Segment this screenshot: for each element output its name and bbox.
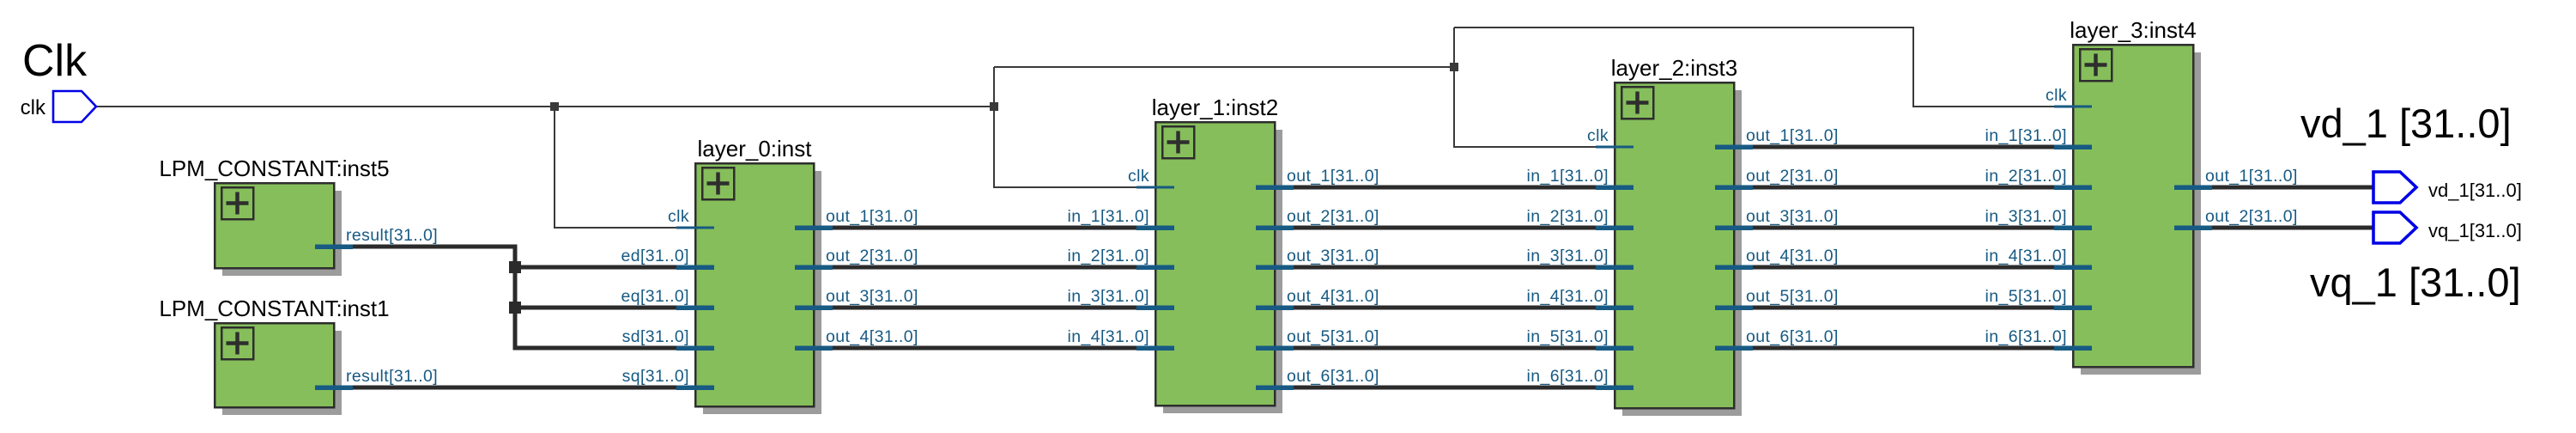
- output-port-label: out_1[31..0]: [1287, 167, 1379, 186]
- block-title: layer_2:inst3: [1611, 55, 1737, 81]
- wire-junction: [1450, 63, 1458, 71]
- clk-wire[interactable]: [553, 107, 676, 229]
- expand-icon-box[interactable]: [1620, 85, 1655, 120]
- input-port-label: in_3[31..0]: [1985, 207, 2067, 226]
- output-pin-label: vq_1[31..0]: [2428, 220, 2522, 241]
- block-inst1: LPM_CONSTANT:inst1 result[31..0]: [159, 296, 438, 409]
- input-port-label: clk: [2046, 86, 2067, 105]
- output-port-label: result[31..0]: [346, 367, 438, 386]
- input-port-label: in_4[31..0]: [1527, 287, 1609, 306]
- expand-icon-box[interactable]: [220, 186, 255, 221]
- block-body[interactable]: [1613, 81, 1736, 410]
- output-pin-vq_1: vq_1[31..0]: [2372, 210, 2522, 245]
- input-port-label: in_2[31..0]: [1985, 167, 2067, 186]
- input-port-label: in_6[31..0]: [1985, 327, 2067, 346]
- input-port-label: in_6[31..0]: [1527, 367, 1609, 386]
- input-port-label: in_5[31..0]: [1985, 287, 2067, 306]
- block-title: LPM_CONSTANT:inst1: [159, 296, 389, 321]
- output-port-label: out_3[31..0]: [1746, 207, 1839, 226]
- expand-icon-box[interactable]: [1161, 125, 1196, 160]
- input-port-label: in_3[31..0]: [1527, 247, 1609, 265]
- wire-junction: [550, 102, 559, 111]
- block-inst5: LPM_CONSTANT:inst5 result[31..0]: [159, 156, 438, 270]
- block-body[interactable]: [2071, 43, 2195, 369]
- output-port-label: out_3[31..0]: [826, 287, 918, 306]
- output-port-label: result[31..0]: [346, 226, 438, 245]
- input-port-label: in_2[31..0]: [1068, 247, 1149, 265]
- block-body[interactable]: [1154, 120, 1276, 407]
- clk-wire[interactable]: [1454, 26, 2054, 108]
- vq1-net-name: vq_1 [31..0]: [2310, 259, 2521, 305]
- block-title: layer_0:inst: [698, 136, 813, 162]
- output-port-label: out_4[31..0]: [1746, 247, 1839, 265]
- output-port-label: out_1[31..0]: [826, 207, 918, 226]
- output-port-label: out_1[31..0]: [1746, 126, 1839, 145]
- expand-plus-icon[interactable]: [2078, 47, 2113, 82]
- input-pin-label: clk: [21, 96, 46, 119]
- output-port-label: out_4[31..0]: [1287, 287, 1379, 306]
- expand-plus-icon[interactable]: [700, 166, 736, 201]
- input-pin-shape[interactable]: [52, 89, 98, 124]
- input-port-label: in_4[31..0]: [1068, 327, 1149, 346]
- clk-net-name: Clk: [22, 36, 88, 86]
- input-port-label: eq[31..0]: [621, 287, 690, 306]
- output-port-label: out_2[31..0]: [2205, 207, 2298, 226]
- block-title: LPM_CONSTANT:inst5: [159, 156, 389, 181]
- input-port-label: clk: [1587, 126, 1609, 145]
- block-title: layer_3:inst4: [2070, 17, 2196, 43]
- input-port-label: clk: [1128, 167, 1149, 186]
- expand-plus-icon[interactable]: [1161, 125, 1196, 160]
- input-port-label: in_1[31..0]: [1068, 207, 1149, 226]
- input-port-label: ed[31..0]: [621, 247, 690, 265]
- output-port-label: out_4[31..0]: [826, 327, 918, 346]
- wire-junction: [509, 261, 521, 273]
- input-port-label: in_1[31..0]: [1527, 167, 1609, 186]
- input-port-label: sq[31..0]: [622, 367, 689, 386]
- wire-junction: [509, 302, 521, 314]
- input-pin-clk: clk: [21, 89, 98, 124]
- output-port-label: out_2[31..0]: [1746, 167, 1839, 186]
- output-port-label: out_3[31..0]: [1287, 247, 1379, 265]
- expand-icon-box[interactable]: [220, 326, 255, 361]
- block-body[interactable]: [694, 162, 815, 408]
- input-port-label: in_5[31..0]: [1527, 327, 1609, 346]
- clk-wire[interactable]: [1452, 27, 1596, 149]
- output-pin-shape[interactable]: [2372, 170, 2419, 204]
- vd1-net-name: vd_1 [31..0]: [2300, 101, 2512, 146]
- block-body[interactable]: [213, 321, 336, 409]
- output-port-label: out_6[31..0]: [1287, 367, 1379, 386]
- expand-icon-box[interactable]: [700, 166, 736, 201]
- input-port-label: in_4[31..0]: [1985, 247, 2067, 265]
- expand-icon-box[interactable]: [2078, 47, 2113, 82]
- expand-plus-icon[interactable]: [220, 186, 255, 221]
- output-pin-label: vd_1[31..0]: [2428, 180, 2522, 201]
- expand-plus-icon[interactable]: [1620, 85, 1655, 120]
- output-port-label: out_1[31..0]: [2205, 167, 2298, 186]
- output-pin-shape[interactable]: [2372, 210, 2419, 245]
- output-port-label: out_5[31..0]: [1746, 287, 1839, 306]
- output-port-label: out_6[31..0]: [1746, 327, 1839, 346]
- bus-wire[interactable]: [353, 244, 676, 351]
- input-port-label: in_1[31..0]: [1985, 126, 2067, 145]
- input-port-label: clk: [668, 207, 689, 226]
- wire-junction: [990, 102, 998, 111]
- output-pin-vd_1: vd_1[31..0]: [2372, 170, 2522, 204]
- input-port-label: in_2[31..0]: [1527, 207, 1609, 226]
- block-title: layer_1:inst2: [1152, 95, 1278, 120]
- output-port-label: out_5[31..0]: [1287, 327, 1379, 346]
- output-port-label: out_2[31..0]: [1287, 207, 1379, 226]
- expand-plus-icon[interactable]: [220, 326, 255, 361]
- clk-wire[interactable]: [992, 67, 1136, 189]
- input-port-label: in_3[31..0]: [1068, 287, 1149, 306]
- block-body[interactable]: [213, 181, 336, 270]
- output-port-label: out_2[31..0]: [826, 247, 918, 265]
- input-port-label: sd[31..0]: [622, 327, 689, 346]
